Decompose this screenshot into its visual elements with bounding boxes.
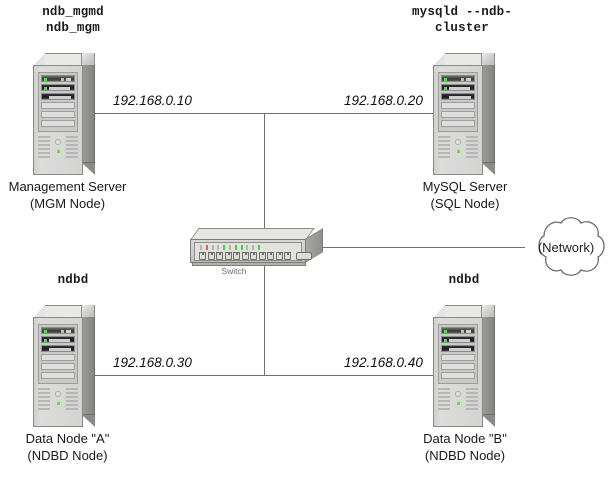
drive-bays <box>38 324 78 384</box>
drive-bays <box>438 72 478 132</box>
data-b-ip-label: 192.168.0.40 <box>344 355 423 370</box>
power-button-icon <box>455 391 461 397</box>
drive-bays <box>438 324 478 384</box>
switch-port <box>216 252 223 260</box>
sql-caption: MySQL Server (SQL Node) <box>422 179 508 211</box>
data-b-process-label: ndbd <box>448 273 480 287</box>
data-b-server-icon <box>433 305 495 427</box>
mgm-server-icon <box>33 53 95 175</box>
switch-port <box>207 252 215 260</box>
cable-switch-to-network <box>322 247 525 248</box>
power-button-icon <box>55 391 61 397</box>
network-switch-icon <box>190 228 326 270</box>
switch-port <box>241 252 249 260</box>
data-a-ip-label: 192.168.0.30 <box>113 355 192 370</box>
cable-bottom-bus <box>86 375 464 376</box>
power-led-icon <box>456 150 460 153</box>
data-b-caption: Data Node "B" (NDBD Node) <box>423 431 507 463</box>
power-button-icon <box>55 139 61 145</box>
cloud-icon <box>538 217 605 276</box>
power-button-icon <box>455 139 461 145</box>
switch-port <box>224 252 232 260</box>
power-led-icon <box>456 402 460 405</box>
cable-switch-uplink-bottom <box>264 262 265 376</box>
cable-top-bus <box>86 113 464 114</box>
chassis-vent <box>38 388 78 414</box>
switch-port <box>199 252 206 260</box>
mgm-process-label: ndb_mgmd ndb_mgm <box>42 5 104 35</box>
data-a-caption: Data Node "A" (NDBD Node) <box>25 431 110 463</box>
switch-port <box>250 252 257 260</box>
switch-port <box>267 252 274 260</box>
cable-switch-uplink-top <box>264 113 265 229</box>
switch-port <box>233 252 240 260</box>
mgm-caption: Management Server (MGM Node) <box>8 179 127 211</box>
chassis-vent <box>438 388 478 414</box>
power-led-icon <box>56 402 60 405</box>
switch-port <box>284 252 291 260</box>
chassis-vent <box>438 136 478 162</box>
switch-port <box>258 252 266 260</box>
sql-process-label: mysqld --ndb- cluster <box>411 5 513 35</box>
sql-server-icon <box>433 53 495 175</box>
sql-ip-label: 192.168.0.20 <box>344 93 423 108</box>
switch-uplink-port <box>295 252 312 260</box>
network-cloud-label: (Network) <box>537 240 595 255</box>
mgm-ip-label: 192.168.0.10 <box>113 93 192 108</box>
power-led-icon <box>56 150 60 153</box>
switch-label: Switch <box>221 266 247 276</box>
data-a-process-label: ndbd <box>57 273 89 287</box>
switch-led-row <box>200 245 260 250</box>
chassis-vent <box>38 136 78 162</box>
drive-bays <box>38 72 78 132</box>
switch-port <box>275 252 283 260</box>
data-a-server-icon <box>33 305 95 427</box>
switch-port-row <box>199 252 312 260</box>
